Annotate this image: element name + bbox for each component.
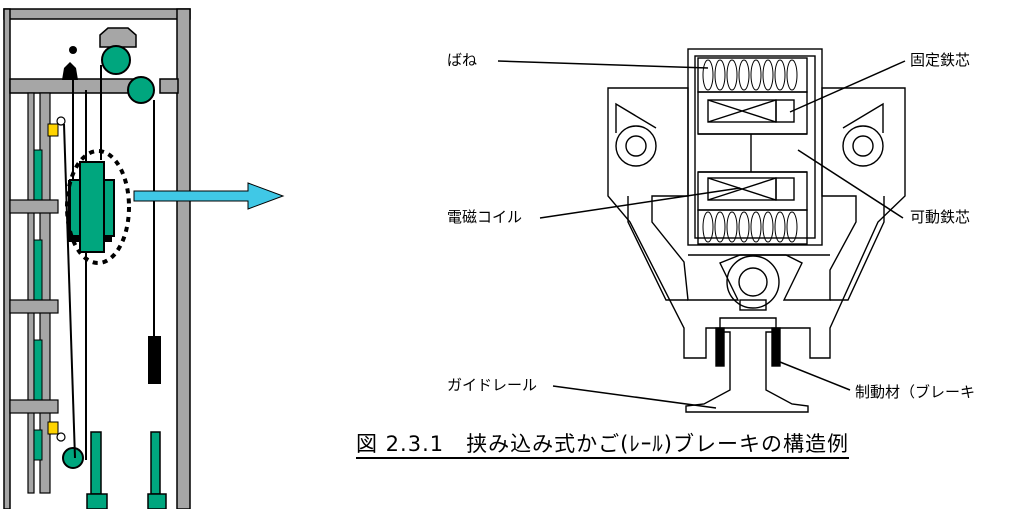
upper-bracket: [47, 123, 59, 137]
top-beam: [3, 8, 191, 20]
lower-spring: [702, 211, 798, 243]
car-green-panel-1: [33, 149, 43, 201]
left-pin-lug: [615, 125, 657, 167]
figure-caption: 図 2.3.1 挟み込み式かご(ﾚｰﾙ)ブレーキの構造例: [356, 432, 849, 456]
label-coil: 電磁コイル: [447, 208, 523, 226]
car-brake-side-right: [103, 179, 115, 237]
center-pivot: [726, 255, 780, 309]
governor-weight: [62, 62, 78, 80]
tension-sheave: [62, 447, 84, 469]
label-movable-core: 可動鉄芯: [910, 208, 971, 226]
lower-spring-box: [697, 209, 808, 245]
fixed-core: [697, 91, 808, 135]
buffer-right-base: [147, 493, 167, 509]
counterweight: [148, 336, 161, 384]
caliper-body: [607, 87, 906, 359]
car-green-panel-2: [33, 239, 43, 301]
car-green-panel-4: [33, 429, 43, 461]
landing-3: [9, 399, 59, 414]
landing-2: [9, 299, 59, 314]
upper-spring: [702, 59, 798, 91]
buffer-right-top: [150, 431, 161, 495]
machine-floor-right: [159, 78, 179, 94]
guide-rail-profile: [685, 317, 809, 413]
deflector-sheave: [127, 76, 155, 104]
buffer-left-base: [86, 493, 108, 509]
buffer-left-top: [90, 431, 102, 495]
hoistway-illustration: [3, 8, 191, 509]
leader-lines: [497, 60, 906, 409]
left-wall: [3, 8, 11, 509]
traction-sheave: [101, 45, 131, 75]
magnet-housing: [687, 48, 823, 246]
car-brake-side-left: [69, 179, 81, 237]
car-guide-rail: [27, 92, 35, 494]
lower-bracket: [47, 421, 59, 435]
label-spring: ばね: [447, 51, 478, 69]
brake-mechanism: [607, 48, 906, 413]
brake-pad-left: [715, 327, 725, 367]
brake-pad-right: [771, 327, 781, 367]
label-guide-rail: ガイドレール: [447, 376, 538, 394]
highlight-ellipse: [65, 149, 131, 265]
car-green-panel-3: [33, 339, 43, 401]
right-wall: [176, 8, 191, 509]
traction-machine-body: [99, 27, 137, 48]
landing-1: [9, 199, 59, 214]
detail-arrow: [133, 182, 285, 210]
label-fixed-core: 固定鉄芯: [910, 51, 971, 69]
car-brake-body: [79, 161, 105, 253]
right-pin-lug: [842, 125, 884, 167]
label-brake-material: 制動材（ブレーキ: [855, 383, 976, 401]
